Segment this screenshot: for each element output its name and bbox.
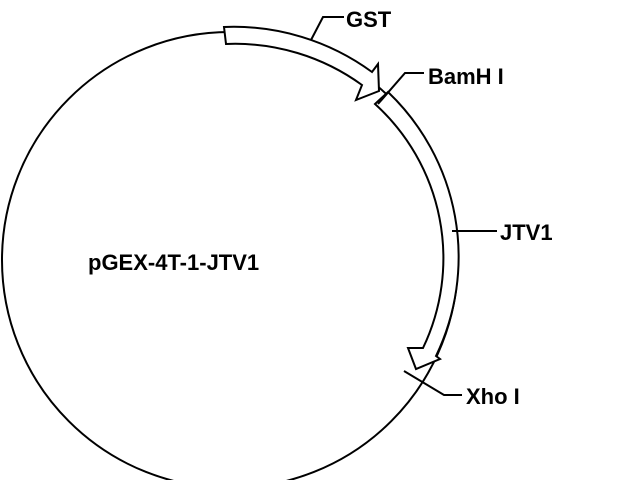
plasmid-name-label: pGEX-4T-1-JTV1 [88, 250, 259, 275]
jtv1-label: JTV1 [500, 220, 553, 245]
xho1-leader-line [403, 370, 462, 396]
bamh1-leader-line [377, 72, 424, 105]
gst-leader-line [310, 16, 344, 41]
gst-feature-arrow [222, 25, 381, 102]
xho1-label: Xho I [466, 384, 520, 409]
gst-label: GST [346, 7, 392, 32]
jtv1-feature-arrow [373, 90, 460, 371]
bamh1-label: BamH I [428, 64, 504, 89]
